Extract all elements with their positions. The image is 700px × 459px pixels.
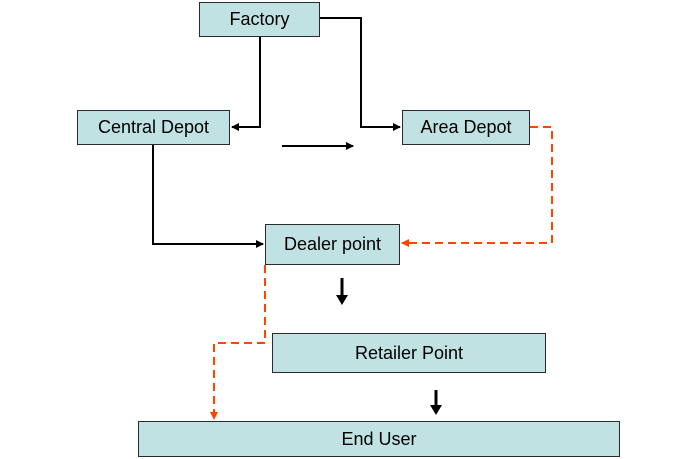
node-central-depot-label: Central Depot (97, 117, 210, 137)
node-dealer-point-label: Dealer point (283, 234, 382, 254)
node-retailer-point: Retailer Point (272, 333, 546, 373)
edge-central-depot-to-dealer-point (152, 145, 264, 248)
node-end-user: End User (138, 421, 620, 457)
arrowhead-retailer-to-end-user (430, 405, 442, 415)
node-area-depot-label: Area Depot (420, 117, 512, 137)
node-factory-label: Factory (229, 9, 290, 29)
node-central-depot: Central Depot (77, 110, 230, 145)
arrowhead-dealer-to-retailer (336, 295, 348, 305)
node-retailer-point-label: Retailer Point (354, 342, 464, 363)
edge-area-depot-to-dealer-point (401, 126, 553, 247)
node-area-depot: Area Depot (402, 110, 530, 145)
node-factory: Factory (199, 2, 320, 37)
node-dealer-point: Dealer point (265, 224, 400, 265)
edge-dealer-point-to-end-user (210, 265, 266, 420)
edge-factory-to-area-depot (320, 17, 401, 131)
node-end-user-label: End User (341, 428, 417, 449)
edge-factory-to-central-depot (231, 37, 261, 131)
